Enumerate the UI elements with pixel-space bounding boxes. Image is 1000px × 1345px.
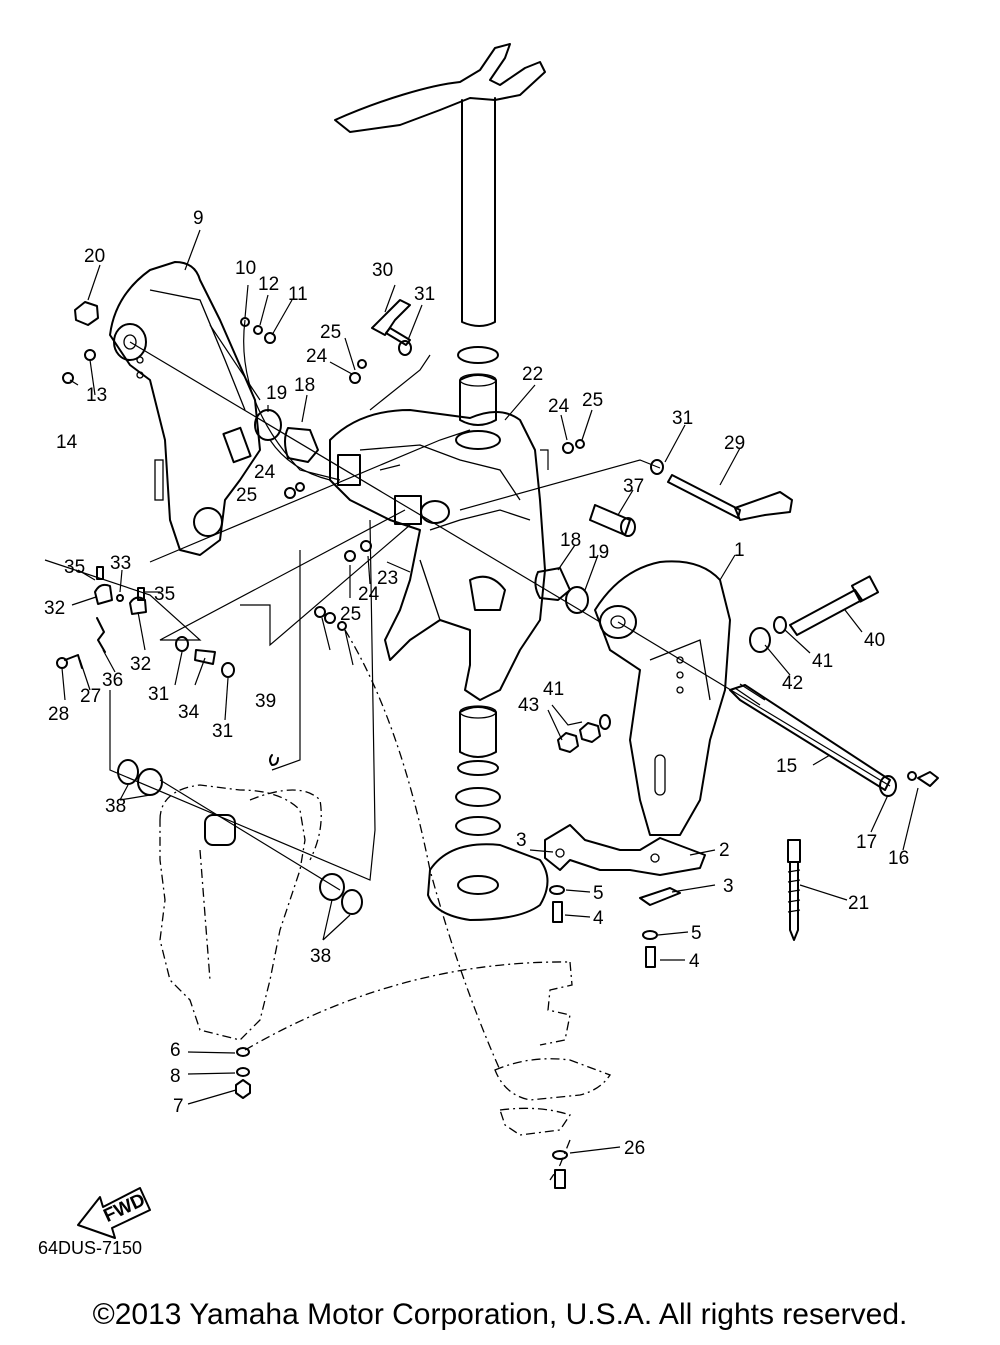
callout-32: 32 — [130, 654, 151, 675]
bolt-40-assembly — [749, 575, 880, 653]
plate-2 — [544, 824, 706, 876]
callout-10: 10 — [235, 258, 256, 279]
washers-6-8-7 — [235, 1047, 251, 1099]
callout-43: 43 — [518, 695, 539, 716]
pin-34 — [175, 636, 235, 678]
callout-37: 37 — [623, 476, 644, 497]
callout-31: 31 — [212, 721, 233, 742]
callout-25: 25 — [320, 322, 341, 343]
clip-39 — [269, 754, 279, 766]
callout-6: 6 — [170, 1040, 181, 1061]
callout-16: 16 — [888, 848, 909, 869]
callout-13: 13 — [86, 385, 107, 406]
lever-30 — [371, 299, 412, 356]
assembly-lines — [44, 319, 891, 891]
callout-25: 25 — [582, 390, 603, 411]
callout-35: 35 — [154, 584, 175, 605]
callout-2: 2 — [719, 840, 730, 861]
tiller-handle — [334, 43, 546, 327]
lower-unit-outline — [244, 629, 611, 1181]
callout-38: 38 — [310, 946, 331, 967]
callout-30: 30 — [372, 260, 393, 281]
callout-24: 24 — [358, 584, 380, 605]
callout-31: 31 — [672, 408, 693, 429]
plate-3 — [639, 887, 681, 906]
callout-24: 24 — [548, 396, 570, 417]
callout-17: 17 — [856, 832, 877, 853]
nut-washer-43 — [557, 714, 611, 753]
swivel-bracket — [329, 409, 546, 701]
steering-lever — [650, 459, 793, 521]
lower-mount-pad — [427, 843, 549, 921]
callout-11: 11 — [288, 284, 308, 305]
callout-28: 28 — [48, 704, 69, 725]
callout-8: 8 — [170, 1066, 181, 1087]
callout-15: 15 — [776, 756, 797, 777]
callout-4: 4 — [689, 951, 700, 972]
callout-3: 3 — [516, 830, 527, 851]
callout-7: 7 — [173, 1096, 184, 1117]
callout-25: 25 — [340, 604, 361, 625]
callout-19: 19 — [266, 383, 287, 404]
callout-39: 39 — [255, 691, 276, 712]
callout-27: 27 — [80, 686, 101, 707]
callout-20: 20 — [84, 246, 105, 267]
callout-26: 26 — [624, 1138, 645, 1159]
callout-3: 3 — [723, 876, 734, 897]
callout-labels: 1 2 3 3 4 4 5 5 6 7 8 9 10 11 12 13 14 1… — [44, 208, 909, 1159]
callout-31: 31 — [414, 284, 435, 305]
callout-4: 4 — [593, 908, 604, 929]
callout-22: 22 — [522, 364, 543, 385]
callout-42: 42 — [782, 673, 803, 694]
callout-38: 38 — [105, 796, 126, 817]
callout-31: 31 — [148, 684, 169, 705]
callout-24: 24 — [254, 462, 276, 483]
callout-40: 40 — [864, 630, 885, 651]
bushings-38 — [117, 759, 363, 915]
callout-29: 29 — [724, 433, 745, 454]
copyright-notice: ©2013 Yamaha Motor Corporation, U.S.A. A… — [92, 1298, 908, 1331]
bolts-4-5 — [549, 885, 658, 968]
callout-14: 14 — [56, 432, 78, 453]
callout-21: 21 — [848, 893, 869, 914]
pin-37 — [589, 504, 636, 537]
clamp-bracket-left — [109, 261, 261, 556]
callout-35: 35 — [64, 557, 85, 578]
fwd-arrow: FWD — [77, 1187, 151, 1239]
callout-36: 36 — [102, 670, 123, 691]
collar-18-right — [534, 567, 589, 614]
bolt-16-nut-17 — [907, 771, 939, 787]
clamp-bracket-right — [594, 560, 731, 836]
callout-34: 34 — [178, 702, 200, 723]
washer-26-bolt — [552, 1150, 568, 1189]
callout-41: 41 — [543, 679, 564, 700]
callout-41: 41 — [812, 651, 833, 672]
callout-23: 23 — [377, 568, 398, 589]
callout-25: 25 — [236, 485, 257, 506]
trim-cylinder — [159, 784, 322, 1041]
grease-fittings — [56, 566, 147, 669]
callout-19: 19 — [588, 542, 609, 563]
callout-12: 12 — [258, 274, 279, 295]
callout-33: 33 — [110, 553, 131, 574]
callout-24: 24 — [306, 346, 328, 367]
bolt-21 — [787, 839, 801, 941]
callout-32: 32 — [44, 598, 65, 619]
callout-9: 9 — [193, 208, 204, 229]
callout-18: 18 — [294, 375, 315, 396]
callout-18: 18 — [560, 530, 581, 551]
callout-5: 5 — [593, 883, 604, 904]
callout-5: 5 — [691, 923, 702, 944]
steering-washers — [455, 346, 501, 836]
callout-1: 1 — [734, 540, 745, 561]
callout-leaders — [61, 229, 919, 1154]
diagram-code: 64DUS-7150 — [38, 1238, 143, 1258]
